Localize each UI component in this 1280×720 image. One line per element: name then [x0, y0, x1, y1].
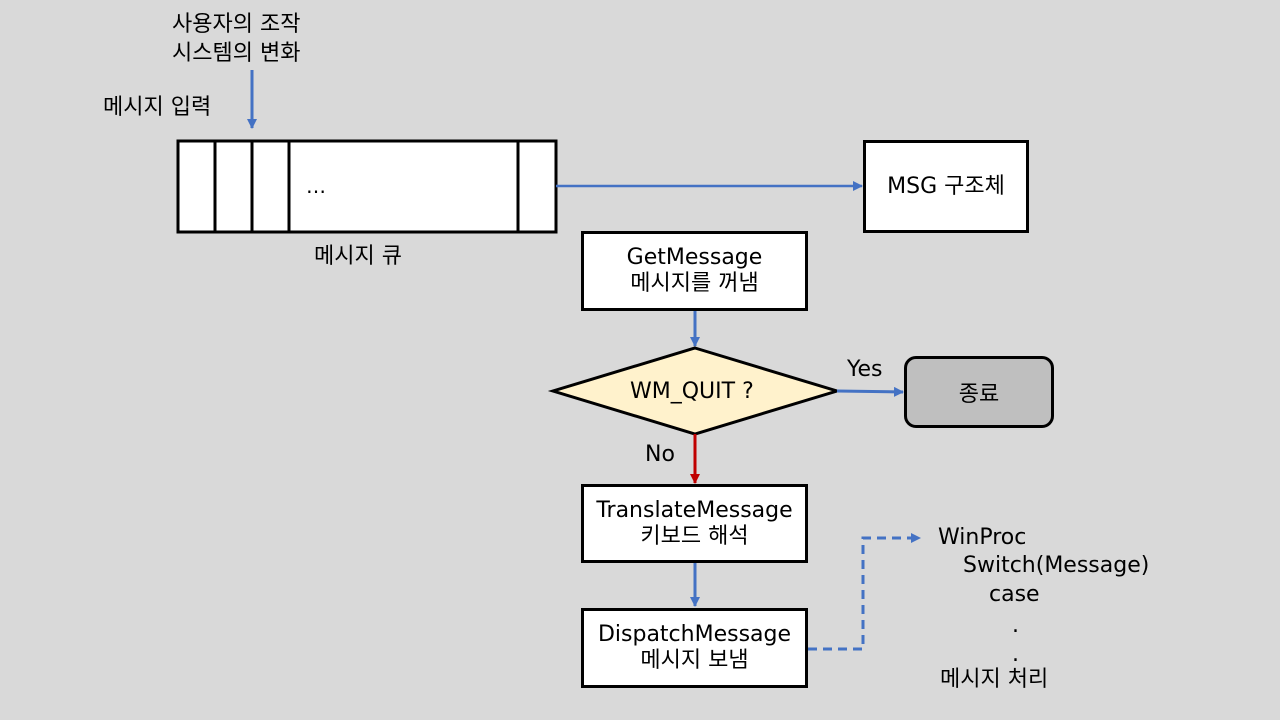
queue-ellipsis: … — [306, 174, 326, 198]
get-message-title: GetMessage — [626, 245, 763, 270]
translate-message-box: TranslateMessage 키보드 해석 — [581, 484, 808, 563]
translate-message-title: TranslateMessage — [596, 497, 793, 523]
dispatch-message-box: DispatchMessage 메시지 보냄 — [581, 608, 808, 688]
input-line-user-action: 사용자의 조작 — [172, 12, 301, 37]
winproc-dot: . — [1012, 613, 1019, 638]
yes-label: Yes — [847, 357, 883, 382]
input-line-system-change: 시스템의 변화 — [172, 41, 301, 66]
get-message-box: GetMessage 메시지를 꺼냄 — [581, 231, 808, 311]
wm-quit-label: WM_QUIT ? — [630, 379, 754, 404]
message-queue-label: 메시지 큐 — [314, 244, 402, 269]
message-queue-box — [176, 139, 558, 234]
translate-message-desc: 키보드 해석 — [640, 523, 749, 549]
winproc-process-label: 메시지 처리 — [940, 667, 1049, 692]
msg-struct-label: MSG 구조체 — [887, 173, 1005, 199]
winproc-case-label: case — [989, 582, 1040, 607]
end-box: 종료 — [904, 356, 1054, 428]
winproc-dot: . — [1012, 642, 1019, 667]
winproc-label: WinProc — [938, 525, 1027, 550]
dispatch-message-desc: 메시지 보냄 — [640, 648, 749, 673]
dispatch-to-winproc-arrow — [808, 533, 921, 651]
winproc-switch-label: Switch(Message) — [963, 553, 1150, 578]
yes-arrow — [836, 386, 904, 397]
msg-struct-box: MSG 구조체 — [863, 140, 1029, 233]
message-input-label: 메시지 입력 — [103, 95, 212, 120]
dispatch-message-title: DispatchMessage — [597, 622, 792, 647]
get-message-desc: 메시지를 꺼냄 — [630, 271, 759, 296]
end-label: 종료 — [958, 382, 1000, 407]
no-label: No — [645, 442, 675, 467]
